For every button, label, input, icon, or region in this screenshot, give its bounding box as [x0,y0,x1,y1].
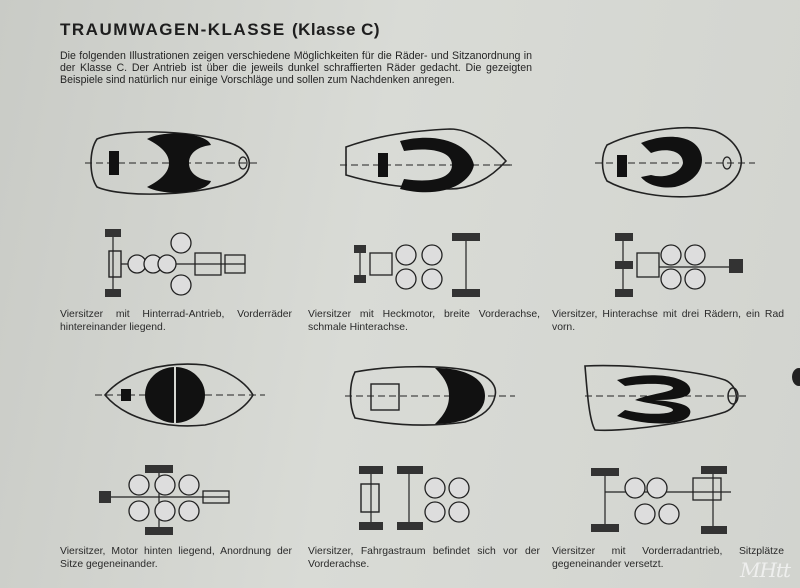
car-2-drawing [340,128,515,297]
page-title: TRAUMWAGEN-KLASSE (Klasse C) [60,20,380,40]
car-caption-5: Viersitzer, Fahrgastraum befindet sich v… [308,546,540,570]
car-3-drawing [595,127,755,297]
title-suffix: (Klasse C) [291,20,381,39]
intro-paragraph: Die folgenden Illustrationen zeigen vers… [60,50,532,86]
car-caption-2: Viersitzer mit Heckmotor, breite Vordera… [308,309,540,333]
car-4-drawing [95,363,265,535]
car-caption-4: Viersitzer, Motor hinten liegend, Anordn… [60,546,292,570]
signature-watermark: MHtt [740,558,791,582]
car-caption-6: Viersitzer mit Vorderradantrieb, Sitzplä… [552,546,784,570]
car-caption-3: Viersitzer, Hinterachse mit drei Rädern,… [552,309,784,333]
car-5-drawing [345,365,515,530]
car-caption-1: Viersitzer mit Hinterrad-Antrieb, Vorder… [60,309,292,333]
binder-hole [792,368,800,386]
car-1-drawing [85,131,260,297]
car-6-drawing [584,364,750,534]
title-main: TRAUMWAGEN-KLASSE [60,20,286,39]
